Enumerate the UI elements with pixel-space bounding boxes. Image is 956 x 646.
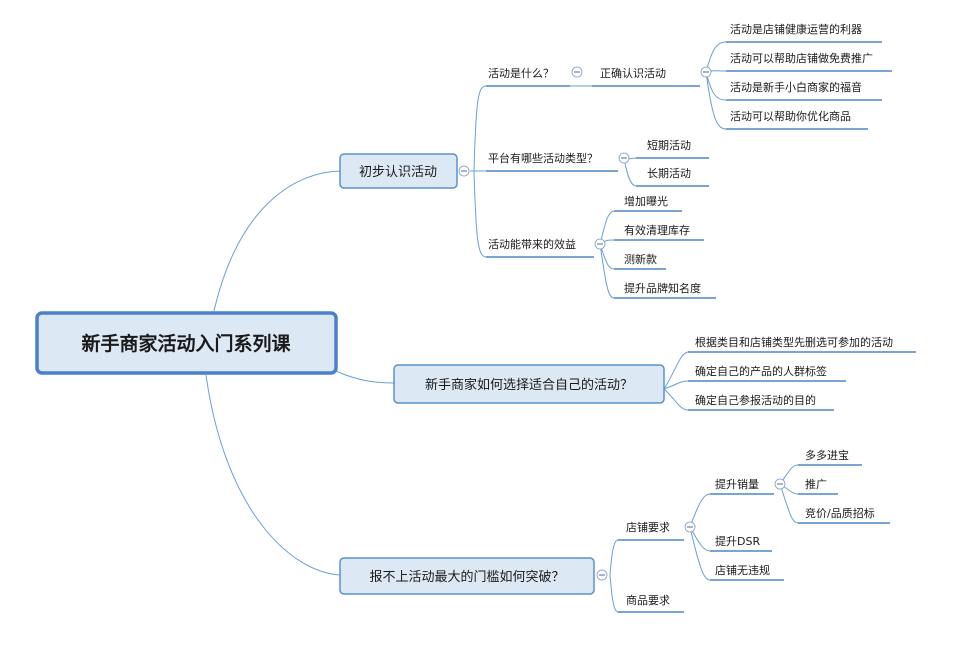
branch-threshold-label: 报不上活动最大的门槛如何突破？ xyxy=(369,569,564,585)
leaf-label: 推广 xyxy=(805,477,827,491)
topic-store-requirements[interactable]: 店铺要求 xyxy=(618,520,684,541)
leaf-label: 提升DSR xyxy=(715,535,760,548)
topic-product-requirements[interactable]: 商品要求 xyxy=(618,593,684,613)
leaf-label: 活动是新手小白商家的福音 xyxy=(730,80,862,94)
topic-increase-sales-label: 提升销量 xyxy=(715,477,759,491)
topic-activity-benefits[interactable]: 活动能带来的效益 xyxy=(486,237,594,258)
leaf-item[interactable]: 活动可以帮助店铺做免费推广 xyxy=(726,51,892,72)
leaf-item[interactable]: 有效清理库存 xyxy=(614,223,704,241)
topic-activity-benefits-label: 活动能带来的效益 xyxy=(488,237,576,251)
leaf-label: 活动可以帮助你优化商品 xyxy=(730,109,851,123)
collapse-toggle-sub[interactable] xyxy=(700,66,712,78)
leaf-item[interactable]: 提升DSR xyxy=(710,535,772,552)
leaf-item[interactable]: 提升品牌知名度 xyxy=(614,281,716,299)
leaf-item[interactable]: 长期活动 xyxy=(636,167,709,187)
root-label: 新手商家活动入门系列课 xyxy=(81,332,291,355)
leaf-item[interactable]: 活动是店铺健康运营的利器 xyxy=(726,22,882,43)
collapse-toggle-intro[interactable] xyxy=(458,165,470,177)
leaf-list-choose-activity: 根据类目和店铺类型先删选可参加的活动 确定自己的产品的人群标签 确定自己参报活动… xyxy=(688,335,916,411)
collapse-toggle-q1[interactable] xyxy=(571,66,583,78)
branch-choose-activity-label: 新手商家如何选择适合自己的活动？ xyxy=(425,377,633,393)
topic-what-is-activity[interactable]: 活动是什么？ xyxy=(486,67,570,87)
leaf-item[interactable]: 确定自己的产品的人群标签 xyxy=(688,364,846,382)
leaf-label: 活动是店铺健康运营的利器 xyxy=(730,22,862,36)
root-node[interactable]: 新手商家活动入门系列课 xyxy=(35,311,338,375)
leaf-label: 确定自己参报活动的目的 xyxy=(695,393,816,407)
leaf-label: 有效清理库存 xyxy=(624,223,690,237)
leaf-label: 竞价/品质招标 xyxy=(805,506,875,520)
branch-node-intro[interactable]: 初步认识活动 xyxy=(339,153,458,189)
leaf-label: 短期活动 xyxy=(647,138,691,152)
leaf-item[interactable]: 根据类目和店铺类型先删选可参加的活动 xyxy=(688,335,916,353)
topic-activity-types[interactable]: 平台有哪些活动类型？ xyxy=(486,151,618,172)
leaf-label: 活动可以帮助店铺做免费推广 xyxy=(730,51,873,65)
topic-correct-understanding-label: 正确认识活动 xyxy=(600,67,666,80)
leaf-item[interactable]: 店铺无违规 xyxy=(710,563,784,581)
leaf-item[interactable]: 确定自己参报活动的目的 xyxy=(688,393,834,411)
leaf-label: 增加曝光 xyxy=(624,194,668,208)
leaf-label: 确定自己的产品的人群标签 xyxy=(695,364,827,378)
leaf-label: 店铺无违规 xyxy=(715,563,770,577)
leaf-label: 长期活动 xyxy=(647,167,691,180)
topic-increase-sales[interactable]: 提升销量 xyxy=(710,477,774,495)
leaf-list-correct-understanding: 活动是店铺健康运营的利器 活动可以帮助店铺做免费推广 活动是新手小白商家的福音 … xyxy=(726,22,892,130)
leaf-item[interactable]: 活动可以帮助你优化商品 xyxy=(726,109,868,130)
leaf-item[interactable]: 竞价/品质招标 xyxy=(798,506,890,524)
connectors xyxy=(205,41,799,613)
branch-node-threshold[interactable]: 报不上活动最大的门槛如何突破？ xyxy=(339,557,595,595)
leaf-item[interactable]: 测新款 xyxy=(614,252,666,270)
branch-intro-label: 初步认识活动 xyxy=(359,165,437,180)
collapse-toggle-sales[interactable] xyxy=(774,478,786,490)
topic-correct-understanding[interactable]: 正确认识活动 xyxy=(592,67,700,87)
leaf-item[interactable]: 短期活动 xyxy=(636,138,709,159)
leaf-label: 提升品牌知名度 xyxy=(624,281,701,295)
collapse-toggle-q2[interactable] xyxy=(618,152,630,164)
leaf-item[interactable]: 推广 xyxy=(798,477,838,495)
leaf-label: 测新款 xyxy=(624,252,657,266)
branch-node-choose-activity[interactable]: 新手商家如何选择适合自己的活动？ xyxy=(393,364,665,404)
leaf-item[interactable]: 多多进宝 xyxy=(798,448,862,466)
topic-what-is-activity-label: 活动是什么？ xyxy=(488,67,554,80)
collapse-toggle-q3[interactable] xyxy=(594,238,606,250)
collapse-toggle-store[interactable] xyxy=(684,521,696,533)
leaf-label: 多多进宝 xyxy=(805,448,849,462)
leaf-item[interactable]: 增加曝光 xyxy=(614,194,682,212)
topic-store-requirements-label: 店铺要求 xyxy=(626,520,670,534)
topic-product-requirements-label: 商品要求 xyxy=(626,593,670,607)
collapse-toggle-threshold[interactable] xyxy=(596,569,608,581)
topic-activity-types-label: 平台有哪些活动类型？ xyxy=(488,151,598,165)
leaf-item[interactable]: 活动是新手小白商家的福音 xyxy=(726,80,882,101)
leaf-label: 根据类目和店铺类型先删选可参加的活动 xyxy=(695,335,893,349)
